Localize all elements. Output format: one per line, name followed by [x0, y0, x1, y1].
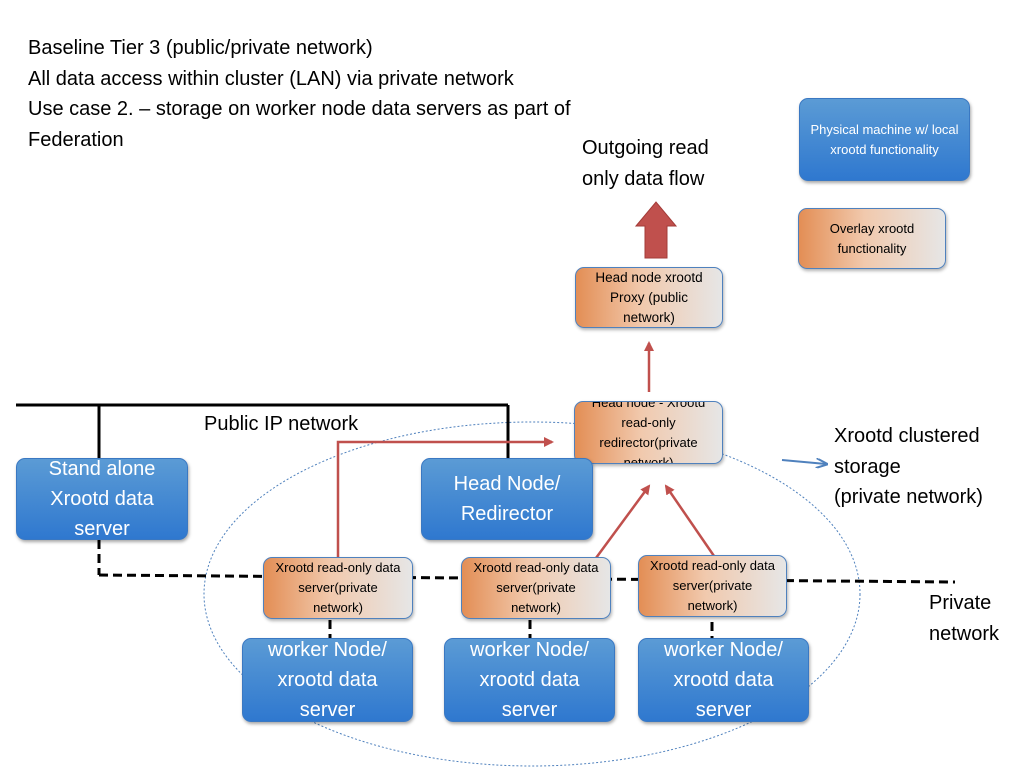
outgoing-flow-arrow [634, 201, 678, 259]
worker-node-2: worker Node/ xrootd data server [444, 638, 615, 722]
title-line-3: Use case 2. – storage on worker node dat… [28, 98, 571, 120]
legend-physical-machine: Physical machine w/ local xrootd functio… [799, 98, 970, 181]
data-server-overlay-1: Xrootd read-only data server(private net… [263, 557, 413, 619]
clustered-storage-label: Xrootd clustered storage (private networ… [834, 425, 983, 508]
legend-overlay-functionality: Overlay xrootd functionality [798, 208, 946, 269]
public-network-label: Public IP network [204, 413, 359, 435]
standalone-data-server: Stand alone Xrootd data server [16, 458, 188, 540]
worker-node-3: worker Node/ xrootd data server [638, 638, 809, 722]
worker-node-1: worker Node/ xrootd data server [242, 638, 413, 722]
cluster-ellipse [203, 421, 861, 767]
outgoing-flow-label: Outgoing read only data flow [582, 137, 709, 190]
head-node-proxy: Head node xrootd Proxy (public network) [575, 267, 723, 328]
title-line-2: All data access within cluster (LAN) via… [28, 67, 514, 90]
data-flow-arrows [336, 341, 716, 560]
data-server-overlay-3: Xrootd read-only data server(private net… [638, 555, 787, 617]
title-line-1: Baseline Tier 3 (public/private network) [28, 37, 373, 59]
private-network-label: Private network [929, 592, 1000, 645]
data-server-overlay-2: Xrootd read-only data server(private net… [461, 557, 611, 619]
slide-title: Baseline Tier 3 (public/private network)… [28, 33, 571, 155]
title-line-4: Federation [28, 128, 124, 151]
head-node-redirector-overlay: Head node - Xrootd read-only redirector(… [574, 401, 723, 464]
storage-pointer-arrow [781, 460, 826, 464]
head-node-machine: Head Node/Redirector [421, 458, 593, 540]
public-network-line [16, 403, 510, 460]
